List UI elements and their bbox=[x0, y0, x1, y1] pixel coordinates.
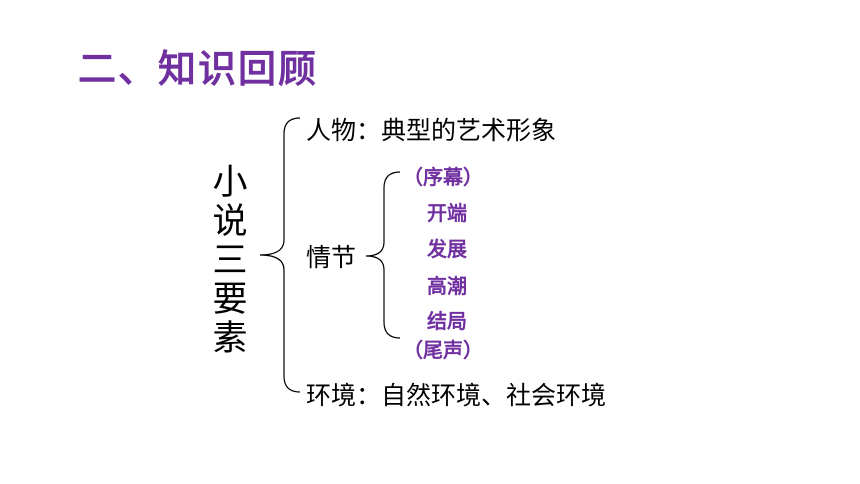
plot-stage-epilogue: （尾声） bbox=[403, 338, 483, 362]
plot-stage-climax: 高潮 bbox=[427, 274, 467, 298]
main-topic-char: 说 bbox=[212, 202, 248, 242]
branch-plot: 情节 bbox=[306, 243, 357, 272]
main-topic-char: 三 bbox=[212, 241, 248, 281]
main-topic-char: 素 bbox=[212, 319, 248, 359]
plot-stage-development: 发展 bbox=[427, 237, 467, 261]
branch-character: 人物：典型的艺术形象 bbox=[306, 116, 557, 145]
plot-brace bbox=[365, 171, 401, 339]
plot-stage-ending: 结局 bbox=[427, 309, 467, 333]
page-title: 二、知识回顾 bbox=[78, 47, 319, 91]
main-topic-char: 小 bbox=[212, 163, 248, 203]
plot-stage-beginning: 开端 bbox=[427, 201, 467, 225]
main-brace bbox=[259, 117, 301, 393]
branch-setting: 环境：自然环境、社会环境 bbox=[306, 381, 607, 410]
main-topic-vertical-label: 小 说 三 要 素 bbox=[208, 164, 252, 359]
main-topic-char: 要 bbox=[212, 280, 248, 320]
plot-stage-prologue: （序幕） bbox=[403, 165, 483, 189]
